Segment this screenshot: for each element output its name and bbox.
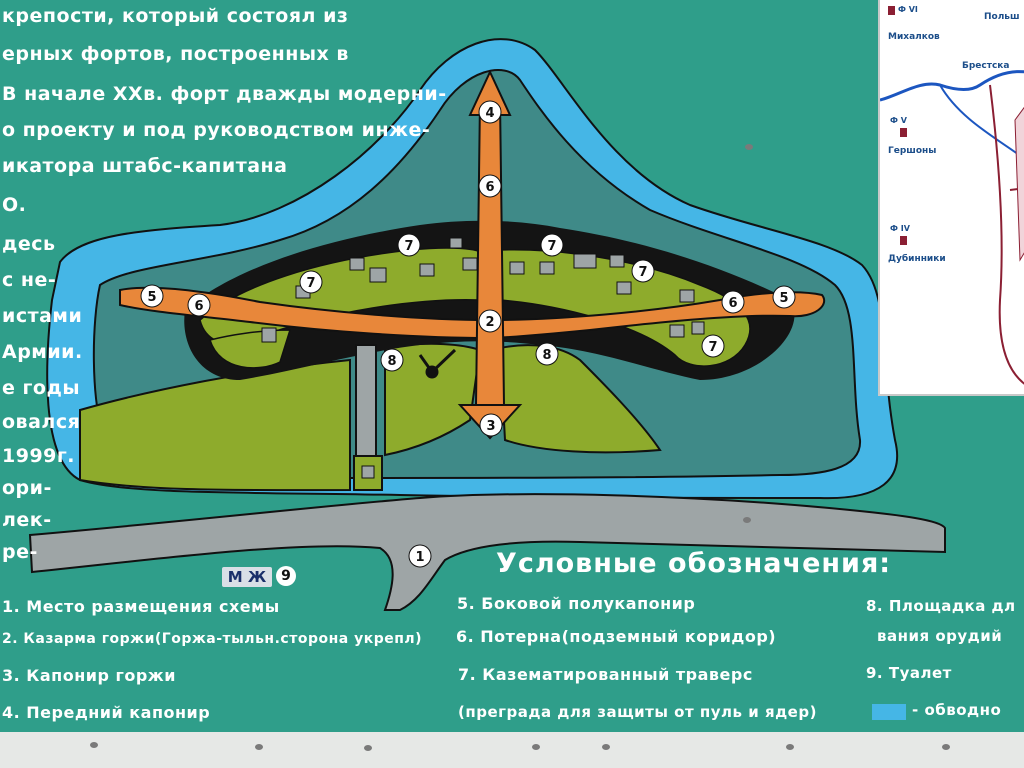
intro-line-11: е годы bbox=[2, 377, 81, 399]
legend-item-8: 8. Площадка дл bbox=[866, 597, 1016, 615]
road bbox=[28, 493, 946, 611]
marker-4: 4 bbox=[478, 100, 502, 124]
legend-item-2: 2. Казарма горжи(Горжа-тыльн.сторона укр… bbox=[2, 631, 423, 647]
intro-line-2: ерных фортов, построенных в bbox=[2, 43, 349, 65]
marker-6-right: 6 bbox=[721, 290, 745, 314]
inset-rivers bbox=[880, 70, 1024, 385]
screw-8 bbox=[745, 144, 753, 150]
inset-label-polsh: Польш bbox=[984, 12, 1020, 22]
buildings bbox=[261, 237, 705, 343]
intro-line-8: с не- bbox=[2, 269, 57, 291]
svg-text:6: 6 bbox=[194, 299, 203, 314]
board-frame bbox=[0, 732, 1024, 768]
svg-text:7: 7 bbox=[306, 276, 315, 291]
gate-building-core bbox=[361, 465, 375, 479]
intro-line-10: Армии. bbox=[2, 341, 83, 363]
marker-7-e: 7 bbox=[701, 334, 725, 358]
marker-5-left: 5 bbox=[140, 284, 164, 308]
legend-item-1: 1. Место размещения схемы bbox=[2, 597, 280, 616]
grass-left bbox=[79, 358, 351, 492]
inset-label-mikhalkov: Михалков bbox=[888, 32, 940, 42]
intro-line-14: ори- bbox=[2, 477, 52, 499]
marker-6-left: 6 bbox=[187, 293, 211, 317]
fort-v-mark bbox=[900, 128, 907, 137]
screw-9 bbox=[743, 517, 751, 523]
intro-line-5: икатора штабс-капитана bbox=[2, 155, 288, 177]
inset-location-map: Ф VI Польш Михалков Брестска Ф V Гершоны… bbox=[878, 0, 1024, 396]
screw-7 bbox=[942, 744, 950, 750]
svg-text:6: 6 bbox=[485, 180, 494, 195]
marker-1: 1 bbox=[408, 544, 432, 568]
intro-line-6: О. bbox=[2, 194, 27, 216]
fort-iv-mark bbox=[900, 236, 907, 245]
svg-text:8: 8 bbox=[387, 354, 396, 369]
intro-line-1: крепости, который состоял из bbox=[2, 5, 349, 27]
intro-line-13: 1999г. bbox=[2, 445, 76, 467]
legend-item-9: 9. Туалет bbox=[866, 664, 952, 682]
legend-item-8-cont: вания орудий bbox=[877, 627, 1003, 645]
marker-8-right: 8 bbox=[535, 342, 559, 366]
legend-item-7-note: (преграда для защиты от пуль и ядер) bbox=[458, 703, 817, 721]
gallery-main bbox=[119, 286, 825, 340]
marker-3: 3 bbox=[479, 413, 503, 437]
svg-text:3: 3 bbox=[486, 419, 495, 434]
intro-line-3: В начале XXв. форт дважды модерни- bbox=[2, 83, 447, 105]
toilet-sign: М Ж bbox=[222, 567, 272, 587]
inset-label-brestska: Брестска bbox=[962, 61, 1010, 71]
legend-item-4: 4. Передний капонир bbox=[2, 703, 211, 722]
inset-label-dubinniki: Дубинники bbox=[888, 254, 946, 264]
screw-3 bbox=[364, 745, 372, 751]
fort-vi-label: Ф VI bbox=[898, 5, 918, 14]
intro-line-15: лек- bbox=[2, 509, 52, 531]
marker-7-a: 7 bbox=[397, 233, 421, 257]
svg-text:1: 1 bbox=[415, 550, 424, 565]
screw-1 bbox=[90, 742, 98, 748]
svg-text:7: 7 bbox=[547, 239, 556, 254]
marker-7-b: 7 bbox=[540, 233, 564, 257]
screw-2 bbox=[255, 744, 263, 750]
svg-text:5: 5 bbox=[779, 291, 788, 306]
svg-text:7: 7 bbox=[404, 239, 413, 254]
legend-item-moat: - обводно bbox=[912, 701, 1002, 719]
legend-title: Условные обозначения: bbox=[496, 548, 892, 579]
intro-line-7: десь bbox=[2, 233, 56, 255]
legend-item-7: 7. Казематированный траверс bbox=[458, 665, 753, 684]
fort-vi-mark bbox=[888, 6, 895, 15]
svg-text:4: 4 bbox=[485, 106, 494, 121]
fort-iv-label: Ф IV bbox=[890, 224, 910, 233]
svg-text:7: 7 bbox=[638, 265, 647, 280]
inset-label-gershony: Гершоны bbox=[888, 146, 937, 156]
legend-swatch-moat bbox=[872, 704, 906, 720]
intro-line-4: о проекту и под руководством инже- bbox=[2, 119, 431, 141]
screw-4 bbox=[532, 744, 540, 750]
screw-5 bbox=[602, 744, 610, 750]
marker-7-d: 7 bbox=[631, 259, 655, 283]
marker-8-left: 8 bbox=[380, 348, 404, 372]
svg-text:8: 8 bbox=[542, 348, 551, 363]
marker-6-top: 6 bbox=[478, 174, 502, 198]
screw-6 bbox=[786, 744, 794, 750]
svg-text:6: 6 bbox=[728, 296, 737, 311]
legend-item-5: 5. Боковой полукапонир bbox=[457, 594, 696, 613]
marker-7-c: 7 bbox=[299, 270, 323, 294]
svg-text:7: 7 bbox=[708, 340, 717, 355]
fort-v-label: Ф V bbox=[890, 116, 907, 125]
intro-line-16: ре- bbox=[2, 541, 38, 563]
legend-item-6: 6. Потерна(подземный коридор) bbox=[456, 627, 777, 646]
svg-text:5: 5 bbox=[147, 290, 156, 305]
toilet-number: 9 bbox=[276, 566, 296, 586]
gun-mark bbox=[418, 348, 457, 379]
marker-2: 2 bbox=[478, 309, 502, 333]
intro-line-9: истами bbox=[2, 305, 83, 327]
intro-line-12: овался bbox=[2, 411, 81, 433]
svg-text:2: 2 bbox=[485, 315, 494, 330]
legend-item-3: 3. Капонир горжи bbox=[2, 666, 176, 685]
marker-5-right: 5 bbox=[772, 285, 796, 309]
